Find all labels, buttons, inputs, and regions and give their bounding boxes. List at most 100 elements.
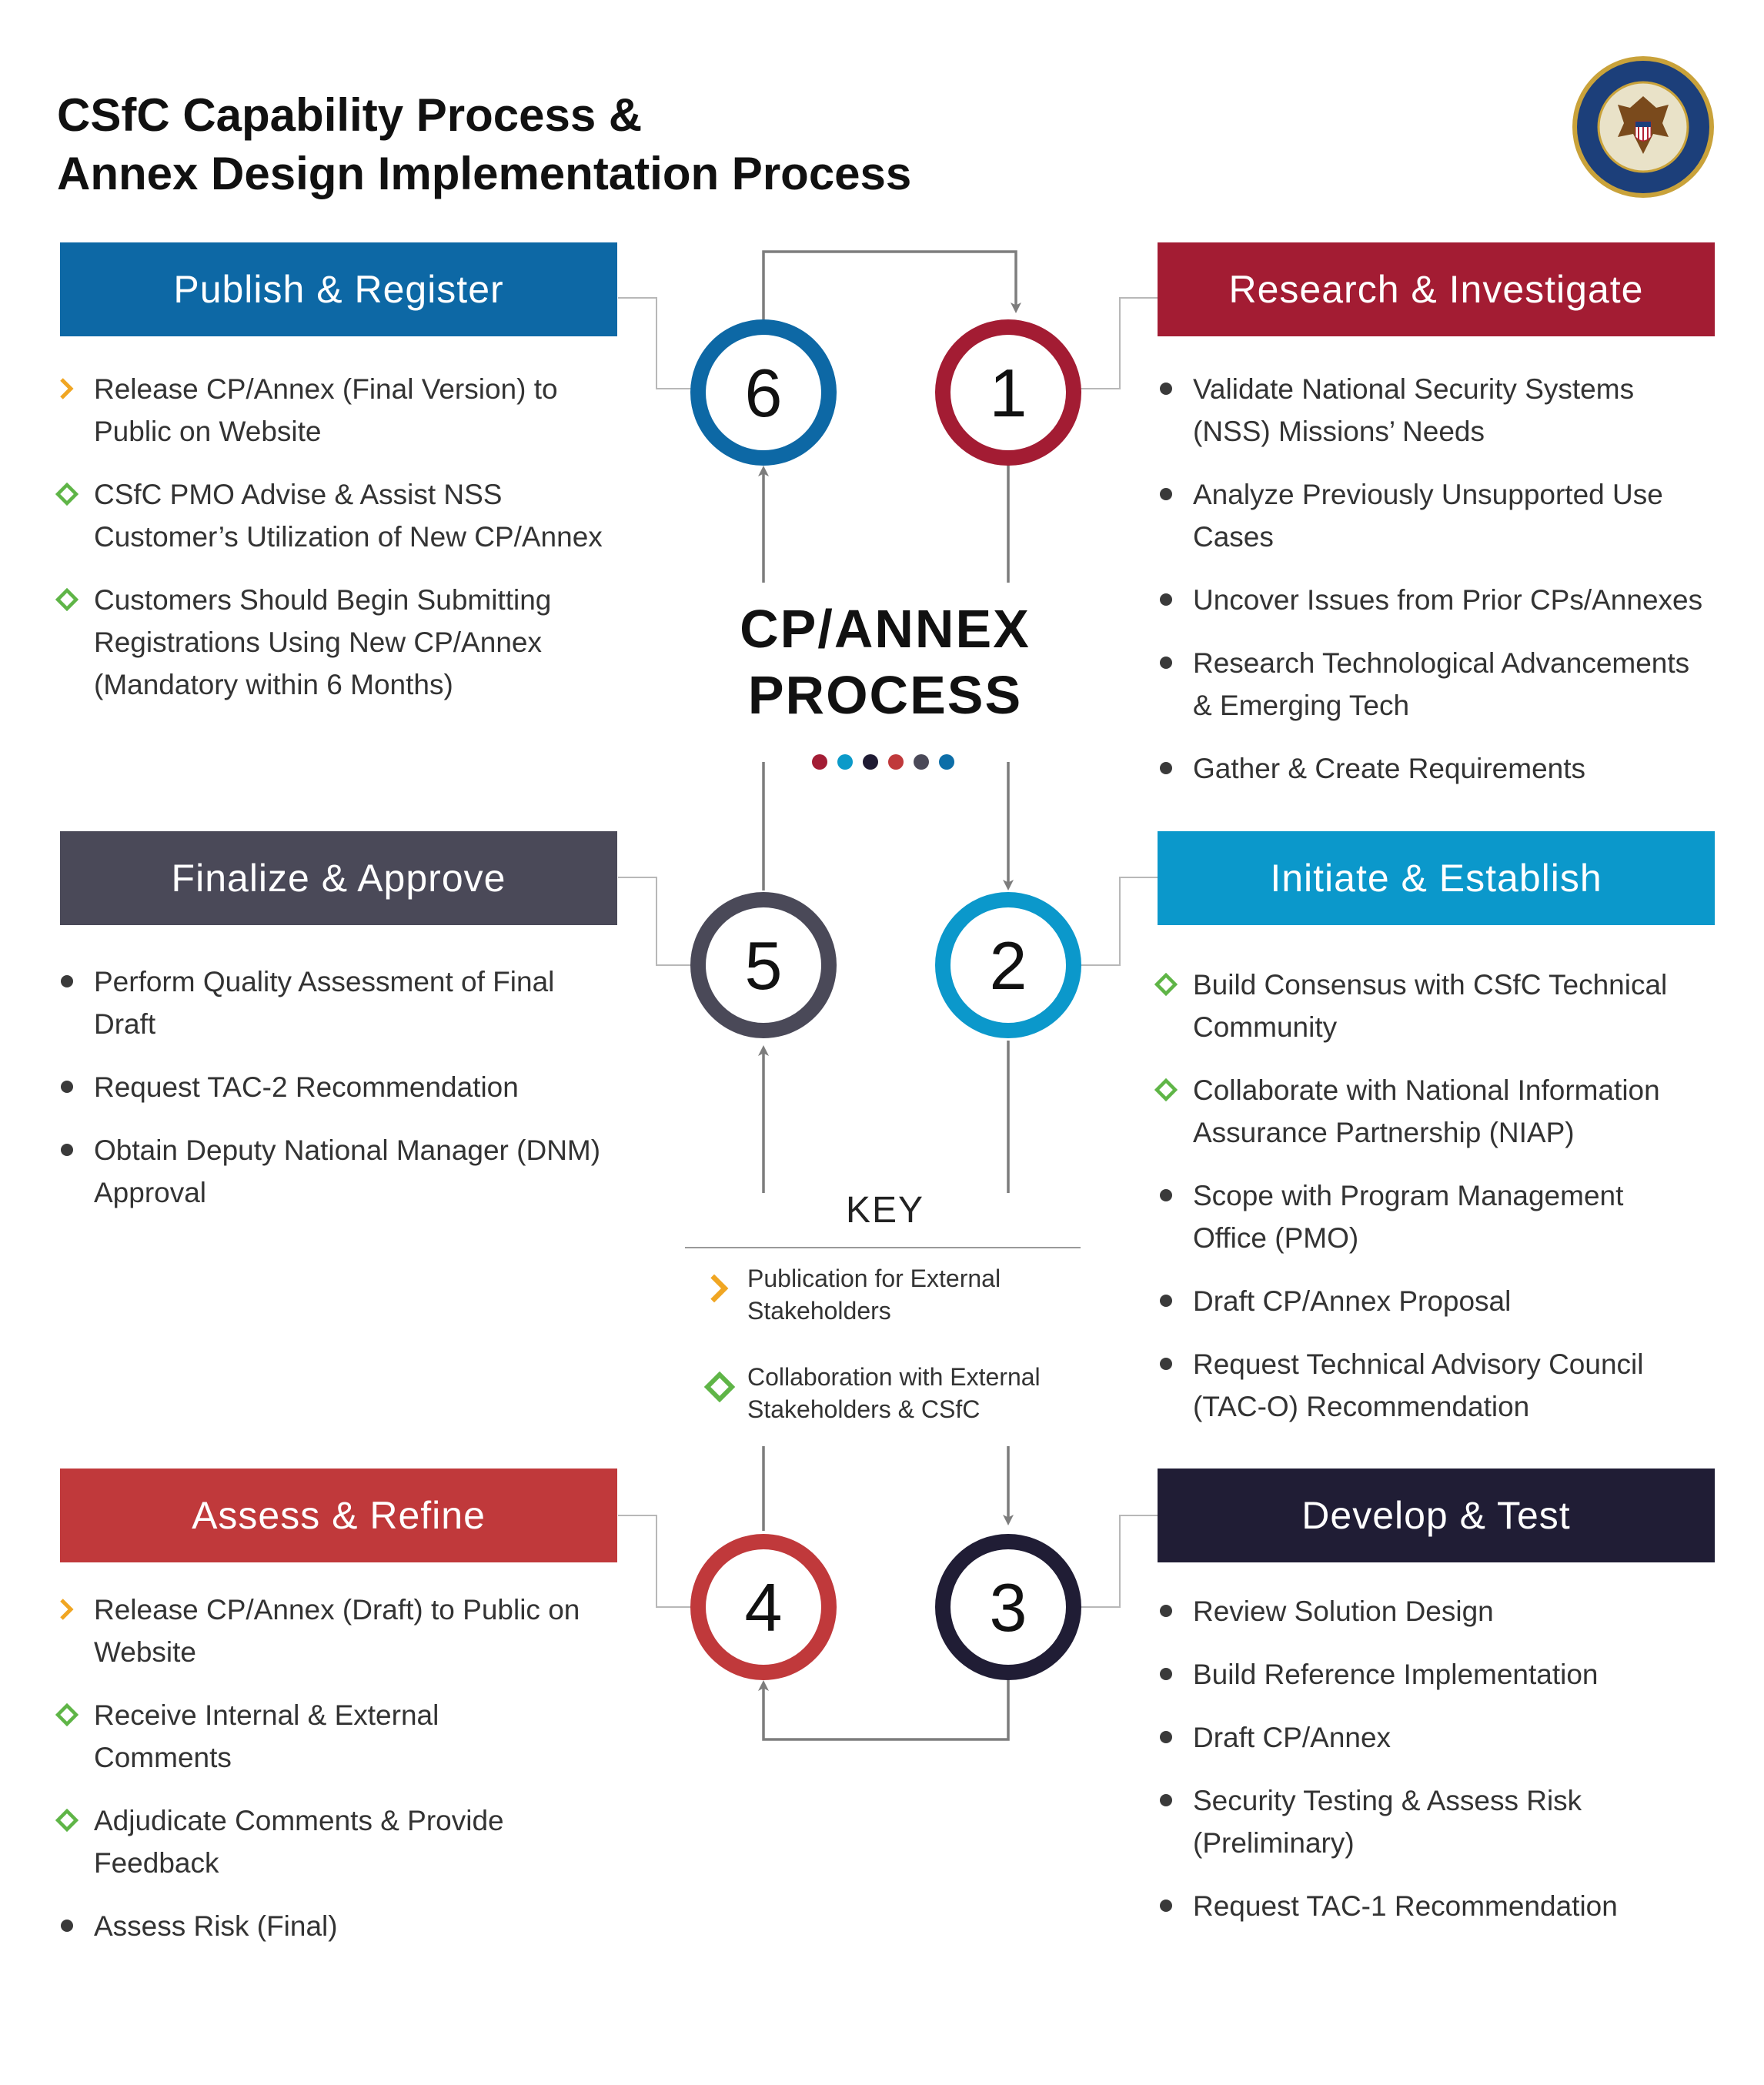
bullet-dot-icon: [1160, 1900, 1172, 1912]
bullet-dot-icon: [1160, 1668, 1172, 1680]
nsa-seal-icon: [1572, 56, 1714, 198]
stage-5-number: 5: [745, 927, 783, 1004]
list-item: Release CP/Annex (Draft) to Public on Web…: [55, 1589, 640, 1673]
item-line: Customer’s Utilization of New CP/Annex: [94, 521, 603, 553]
item-line: Registrations Using New CP/Annex: [94, 627, 542, 658]
item-line: Office (PMO): [1193, 1222, 1359, 1254]
item-line: Collaborate with National Information: [1193, 1074, 1660, 1106]
diamond-icon: [55, 1809, 79, 1832]
item-line: Receive Internal & External: [94, 1699, 439, 1731]
item-line: Community: [1193, 1011, 1338, 1043]
chevron-right-icon: [60, 1599, 74, 1620]
stage-circles: [690, 319, 1081, 1680]
bullet-dot-icon: [61, 1144, 73, 1156]
item-line: Research Technological Advancements: [1193, 647, 1690, 679]
item-line: Website: [94, 1636, 196, 1668]
diamond-icon: [55, 1703, 79, 1726]
bullet-dot-icon: [1160, 1605, 1172, 1617]
item-line: Draft CP/Annex: [1193, 1722, 1391, 1753]
center-dot: [837, 754, 853, 770]
key-line: Publication for External: [747, 1265, 1001, 1292]
item-line: Validate National Security Systems: [1193, 373, 1635, 405]
list-item: Build Reference Implementation: [1154, 1653, 1739, 1696]
item-line: Perform Quality Assessment of Final: [94, 966, 555, 997]
bullet-dot-icon: [1160, 1295, 1172, 1307]
stage-4-circle: [690, 1534, 837, 1680]
item-line: CSfC PMO Advise & Assist NSS: [94, 479, 503, 510]
item-line: (TAC-O) Recommendation: [1193, 1391, 1530, 1422]
item-line: (Preliminary): [1193, 1827, 1355, 1859]
list-item: Assess Risk (Final): [55, 1905, 640, 1947]
diamond-icon: [1154, 1078, 1178, 1101]
title-line-1: CSfC Capability Process &: [57, 89, 643, 141]
list-item: Request TAC-1 Recommendation: [1154, 1885, 1739, 1927]
stage-3-number: 3: [990, 1569, 1027, 1646]
item-line: Draft CP/Annex Proposal: [1193, 1285, 1512, 1317]
list-item: Review Solution Design: [1154, 1590, 1739, 1632]
list-item: Obtain Deputy National Manager (DNM) Appr…: [55, 1129, 640, 1214]
stage-6-number: 6: [745, 355, 783, 431]
title-line-2: Annex Design Implementation Process: [57, 148, 912, 199]
header-initiate-establish: Initiate & Establish: [1158, 831, 1715, 925]
center-title: CP/ANNEX PROCESS: [677, 596, 1093, 728]
item-line: Customers Should Begin Submitting: [94, 584, 552, 616]
stage-1-number: 1: [990, 355, 1027, 431]
bullet-dot-icon: [1160, 657, 1172, 669]
list-item: Request TAC-2 Recommendation: [55, 1066, 640, 1108]
list-assess-refine: Release CP/Annex (Draft) to Public on Web…: [55, 1589, 640, 1968]
arrow-3-to-4: [758, 1678, 1010, 1741]
chevron-right-icon: [60, 378, 74, 399]
item-line: Build Consensus with CSfC Technical: [1193, 969, 1668, 1001]
arrow-6-to-1: [762, 250, 1021, 319]
bullet-dot-icon: [1160, 1189, 1172, 1201]
list-research-investigate: Validate National Security Systems(NSS) …: [1154, 368, 1739, 810]
item-line: Approval: [94, 1177, 207, 1208]
list-item: Research Technological Advancements & Eme…: [1154, 642, 1739, 727]
key-divider: [685, 1247, 1081, 1248]
stage-6-circle: [690, 319, 837, 466]
item-line: Draft: [94, 1008, 156, 1040]
stage-3-circle: [935, 1534, 1081, 1680]
item-line: Build Reference Implementation: [1193, 1659, 1599, 1690]
diamond-icon: [55, 483, 79, 506]
header-develop-test: Develop & Test: [1158, 1469, 1715, 1562]
item-line: Review Solution Design: [1193, 1595, 1494, 1627]
center-title-line-1: CP/ANNEX: [740, 599, 1031, 659]
item-line: Request Technical Advisory Council: [1193, 1348, 1644, 1380]
center-dot: [888, 754, 904, 770]
item-line: Assess Risk (Final): [94, 1910, 338, 1942]
item-line: & Emerging Tech: [1193, 690, 1410, 721]
item-line: Assurance Partnership (NIAP): [1193, 1117, 1575, 1148]
stage-2-number: 2: [990, 927, 1027, 1004]
item-line: Uncover Issues from Prior CPs/Annexes: [1193, 584, 1703, 616]
bullet-dot-icon: [1160, 488, 1172, 500]
bullet-dot-icon: [61, 1081, 73, 1093]
key-line: Stakeholders: [747, 1297, 891, 1325]
item-line: Security Testing & Assess Risk: [1193, 1785, 1582, 1816]
stage-1-circle: [935, 319, 1081, 466]
chevron-right-icon: [710, 1274, 729, 1303]
key-title: KEY: [845, 1190, 925, 1231]
center-dot: [812, 754, 827, 770]
diamond-icon: [704, 1372, 735, 1402]
bullet-dot-icon: [1160, 1731, 1172, 1743]
header-assess-refine: Assess & Refine: [60, 1469, 617, 1562]
header-publish-register: Publish & Register: [60, 242, 617, 336]
list-item: Validate National Security Systems(NSS) …: [1154, 368, 1739, 453]
item-line: Analyze Previously Unsupported Use: [1193, 479, 1663, 510]
item-line: Obtain Deputy National Manager (DNM): [94, 1134, 601, 1166]
bullet-dot-icon: [1160, 383, 1172, 395]
center-dot: [863, 754, 878, 770]
item-line: Release CP/Annex (Draft) to Public on: [94, 1594, 580, 1626]
stage-5-circle: [690, 892, 837, 1038]
